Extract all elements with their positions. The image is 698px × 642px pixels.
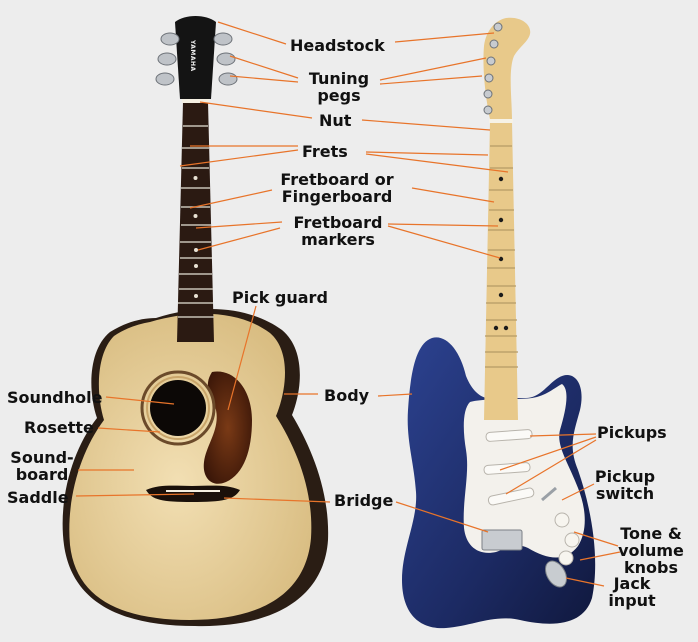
label-fretboard-markers-line2: markers [301,230,375,249]
electric-neck-shape [484,122,518,420]
label-knobs-line2: volume [618,541,684,560]
acoustic-brand-logo: YAMAHA [189,39,196,72]
label-jack-input: Jack input [608,575,655,609]
acoustic-guitar: YAMAHA [62,16,329,627]
acoustic-soundboard-surface [69,313,312,620]
label-fretboard-line1: Fretboard or [280,170,394,189]
leader-lines [75,21,621,587]
label-tuning-pegs: Tuning pegs [309,70,369,104]
label-body: Body [324,386,370,405]
label-fretboard-markers-line1: Fretboard [293,213,383,232]
electric-frets-group [485,145,518,368]
label-pickup-switch-line2: switch [595,484,655,503]
label-soundboard-line1: Sound- [10,448,74,467]
electric-bridge-shape [481,529,523,551]
acoustic-fret-markers-group [193,176,198,298]
electric-knobs-group [554,512,580,566]
acoustic-fretboard-shape [177,102,214,342]
acoustic-nut-shape [182,99,209,103]
acoustic-soundhole-shape [150,380,206,436]
acoustic-tuning-pegs-group [155,32,238,86]
electric-guitar [402,17,596,629]
label-jack-input-line1: Jack [613,574,651,593]
label-knobs-line3: knobs [623,558,678,577]
label-knobs: Tone & volume knobs [618,525,684,576]
label-rosette: Rosette [24,418,94,437]
acoustic-headstock-shape [175,16,216,99]
label-saddle: Saddle [7,488,69,507]
label-headstock: Headstock [290,36,385,55]
label-pickup-switch: Pickup switch [595,468,655,502]
label-soundhole: Soundhole [7,388,103,407]
label-fretboard: Fretboard or Fingerboard [280,171,393,205]
label-pick-guard: Pick guard [232,288,328,307]
label-frets: Frets [302,142,348,161]
acoustic-rosette-ring-inner [146,376,210,440]
label-soundboard-line2: board [15,465,69,484]
acoustic-pickguard-shape [203,371,252,484]
electric-pickups-group [483,429,535,506]
label-knobs-line1: Tone & [620,524,682,543]
label-pickups: Pickups [597,423,667,442]
label-jack-input-line2: input [608,591,656,610]
electric-tuning-pegs-group [483,22,503,115]
label-pickup-switch-line1: Pickup [594,467,656,486]
electric-nut-shape [489,119,513,123]
label-fretboard-markers: Fretboard markers [294,214,383,248]
electric-pickup-switch-shape [541,486,557,502]
label-tuning-pegs-line2: pegs [317,86,361,105]
label-soundboard: Sound- board [10,449,73,483]
label-bridge: Bridge [334,491,394,510]
acoustic-rosette-ring [140,370,216,446]
label-tuning-pegs-line1: Tuning [308,69,370,88]
electric-jack-shape [545,560,567,588]
label-fretboard-line2: Fingerboard [281,187,393,206]
label-nut: Nut [319,111,352,130]
